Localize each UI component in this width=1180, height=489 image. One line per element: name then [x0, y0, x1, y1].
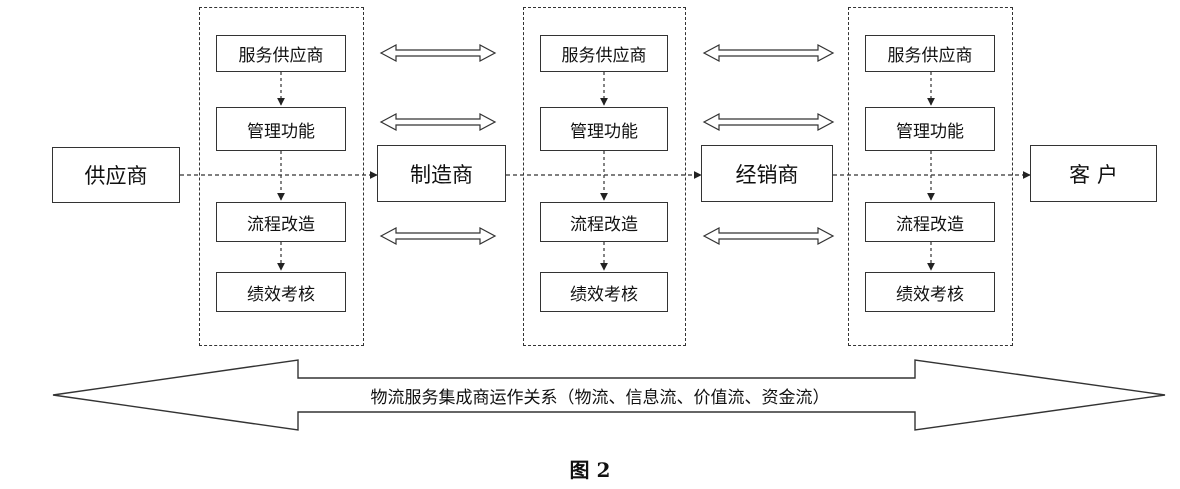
- exchange-arrows: [379, 44, 835, 245]
- g1-process-reengineering: 流程改造: [216, 202, 346, 242]
- service-group-1: [199, 7, 364, 346]
- g1-performance-evaluation: 绩效考核: [216, 272, 346, 312]
- g3-service-provider: 服务供应商: [865, 35, 995, 72]
- g1-service-provider: 服务供应商: [216, 35, 346, 72]
- g3-process-reengineering: 流程改造: [865, 202, 995, 242]
- supplier-node: 供应商: [52, 147, 180, 203]
- exchange-arrow-g2-g3-top: [702, 44, 835, 62]
- manufacturer-node: 制造商: [377, 145, 506, 202]
- integrator-band-arrow: [52, 359, 1166, 431]
- exchange-arrow-g2-g3-low: [702, 227, 835, 245]
- g2-service-provider: 服务供应商: [540, 35, 668, 72]
- g1-management-function: 管理功能: [216, 107, 346, 151]
- exchange-arrow-g2-g3-mid: [702, 113, 835, 131]
- exchange-arrow-g1-g2-top: [379, 44, 497, 62]
- distributor-node: 经销商: [701, 145, 833, 202]
- g3-management-function: 管理功能: [865, 107, 995, 151]
- figure-caption: 图 2: [569, 458, 611, 482]
- integrator-band-label: 物流服务集成商运作关系（物流、信息流、价值流、资金流）: [370, 388, 830, 408]
- exchange-arrow-g1-g2-mid: [379, 113, 497, 131]
- g2-management-function: 管理功能: [540, 107, 668, 151]
- group-internal-arrows: [277, 72, 935, 271]
- customer-node: 客 户: [1030, 145, 1157, 202]
- service-group-2: [523, 7, 686, 346]
- g3-performance-evaluation: 绩效考核: [865, 272, 995, 312]
- g2-process-reengineering: 流程改造: [540, 202, 668, 242]
- exchange-arrow-g1-g2-low: [379, 227, 497, 245]
- service-group-3: [848, 7, 1013, 346]
- g2-performance-evaluation: 绩效考核: [540, 272, 668, 312]
